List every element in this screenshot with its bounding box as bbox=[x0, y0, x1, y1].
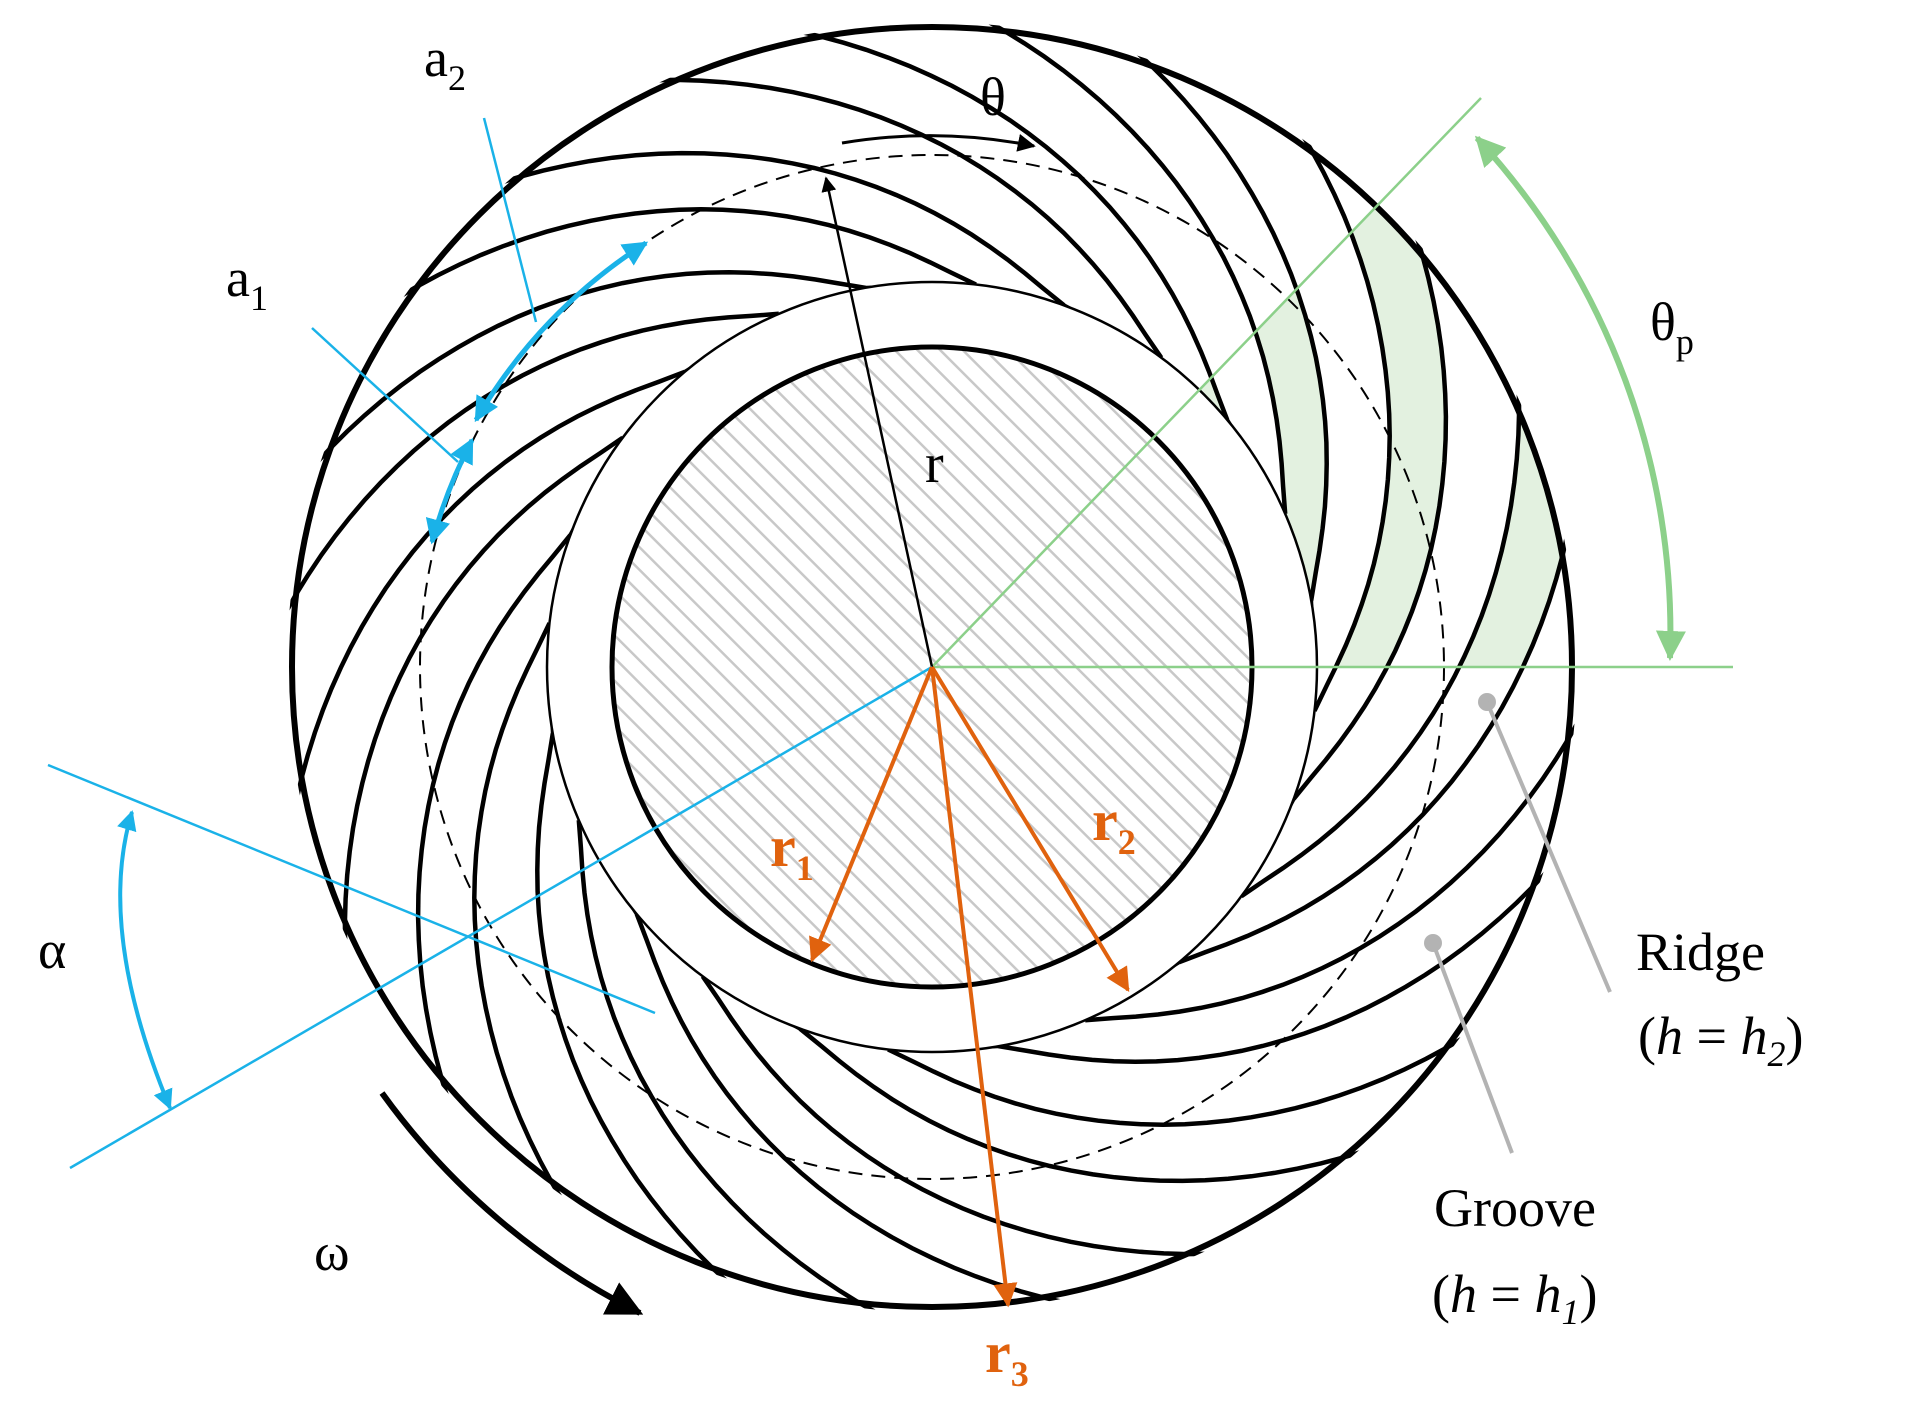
label-a2: a2 bbox=[424, 28, 466, 98]
alpha-arc-arrow bbox=[117, 810, 173, 1110]
label-omega: ω bbox=[314, 1222, 350, 1282]
groove-edge-trailing bbox=[576, 820, 904, 1312]
theta-arrow bbox=[841, 133, 1036, 152]
groove-region bbox=[578, 820, 1092, 1312]
label-r2: r2 bbox=[1092, 788, 1136, 862]
groove-edge-leading bbox=[772, 24, 1230, 421]
groove-edge-leading bbox=[415, 533, 573, 1126]
theta-p-arrow bbox=[1474, 135, 1686, 661]
label-groove-equation: (h = h1) bbox=[1432, 1264, 1597, 1332]
alpha-tangent-line bbox=[47, 763, 656, 1015]
omega-arrow bbox=[379, 1091, 644, 1316]
groove-leader-line bbox=[1431, 942, 1514, 1154]
groove-edge-trailing bbox=[960, 22, 1288, 514]
groove-edge-leading bbox=[798, 1026, 1391, 1184]
groove-edge-leading bbox=[1113, 30, 1329, 601]
r2-arrow bbox=[930, 665, 1130, 993]
groove-edge-trailing bbox=[627, 77, 1164, 359]
groove-edge-trailing bbox=[1285, 109, 1392, 712]
groove-region bbox=[344, 437, 623, 1125]
groove-region bbox=[474, 79, 1162, 358]
r1-arrow bbox=[809, 666, 934, 963]
label-groove: Groove bbox=[1434, 1178, 1596, 1238]
theta-p-upper-boundary bbox=[931, 97, 1482, 668]
groove-edge-trailing bbox=[472, 622, 579, 1225]
label-r: r bbox=[925, 433, 944, 495]
label-theta-p: θp bbox=[1650, 292, 1694, 362]
ridge-leader-line bbox=[1485, 701, 1612, 993]
groove-edge-leading bbox=[473, 150, 1066, 308]
a1-arc-arrow bbox=[425, 437, 475, 545]
groove-edge-leading bbox=[998, 848, 1569, 1064]
r-arrow bbox=[821, 176, 934, 668]
alpha-radial-line bbox=[69, 665, 933, 1170]
label-r3: r3 bbox=[985, 1320, 1029, 1394]
label-r1: r1 bbox=[770, 814, 814, 888]
groove-edge-leading bbox=[535, 733, 751, 1304]
label-a1: a1 bbox=[226, 248, 268, 318]
groove-edge-trailing bbox=[887, 1020, 1490, 1127]
groove-edge-trailing bbox=[342, 435, 624, 972]
groove-region bbox=[1085, 507, 1577, 1021]
a2-arc-arrow bbox=[473, 240, 649, 423]
groove-edge-leading bbox=[1291, 208, 1449, 801]
groove-region bbox=[1241, 209, 1520, 897]
label-alpha: α bbox=[38, 920, 66, 980]
groove-region bbox=[702, 976, 1390, 1255]
label-ridge: Ridge bbox=[1636, 922, 1765, 982]
r3-arrow bbox=[930, 666, 1018, 1308]
groove-edge-trailing bbox=[700, 975, 1237, 1257]
groove-edge-trailing bbox=[1085, 695, 1577, 1023]
groove-region bbox=[772, 22, 1286, 514]
label-ridge-equation: (h = h2) bbox=[1638, 1006, 1803, 1074]
groove-edge-leading bbox=[634, 913, 1092, 1310]
label-theta: θ bbox=[980, 67, 1006, 127]
groove-edge-trailing bbox=[374, 207, 977, 314]
